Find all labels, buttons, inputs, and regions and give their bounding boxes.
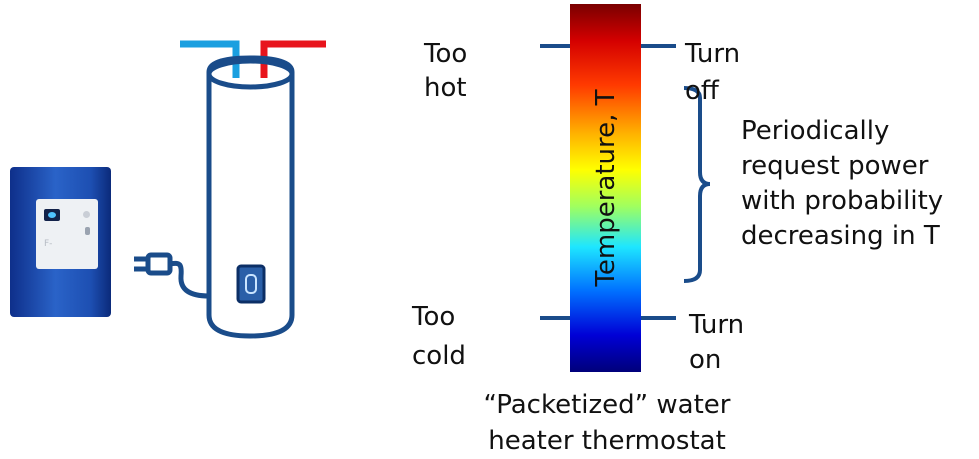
periodic-label-line2: request power <box>741 151 929 181</box>
tank-top-icon <box>206 58 295 90</box>
probability-range-brace <box>683 86 711 283</box>
too-cold-label-line2: cold <box>412 341 466 371</box>
temperature-gradient-bar <box>570 4 641 372</box>
turn-off-label-line1: Turn <box>685 39 741 69</box>
turn-on-label-line1: Turn <box>689 310 745 340</box>
switch-icon <box>85 227 90 235</box>
plug-icon <box>134 252 173 276</box>
power-cord-icon <box>169 260 210 299</box>
caption-line2: heater thermostat <box>488 426 726 456</box>
hot-pipe-icon <box>260 40 326 78</box>
too-hot-label-line1: Too <box>424 39 468 69</box>
display-screen <box>44 209 60 221</box>
panel-text: F- <box>44 239 53 249</box>
turn-on-label-line2: on <box>689 345 722 375</box>
too-hot-label-line2: hot <box>424 73 467 103</box>
periodic-label-line4: decreasing in T <box>741 221 940 251</box>
periodic-label-line1: Periodically <box>741 116 890 146</box>
caption-line1: “Packetized” water <box>483 390 731 420</box>
thermostat-panel-photo: F- <box>36 199 98 269</box>
knob-icon <box>83 211 90 218</box>
cold-pipe-icon <box>180 40 240 78</box>
tank-icon <box>206 55 295 339</box>
tank-thermostat-icon <box>236 264 266 304</box>
diagram-caption: “Packetized” water heater thermostat <box>432 387 782 459</box>
temperature-axis-label: Temperature, T <box>591 89 621 287</box>
too-cold-label-line1: Too <box>412 302 456 332</box>
turn-off-label-line2: off <box>685 76 719 106</box>
periodic-label-line3: with probability <box>741 186 944 216</box>
